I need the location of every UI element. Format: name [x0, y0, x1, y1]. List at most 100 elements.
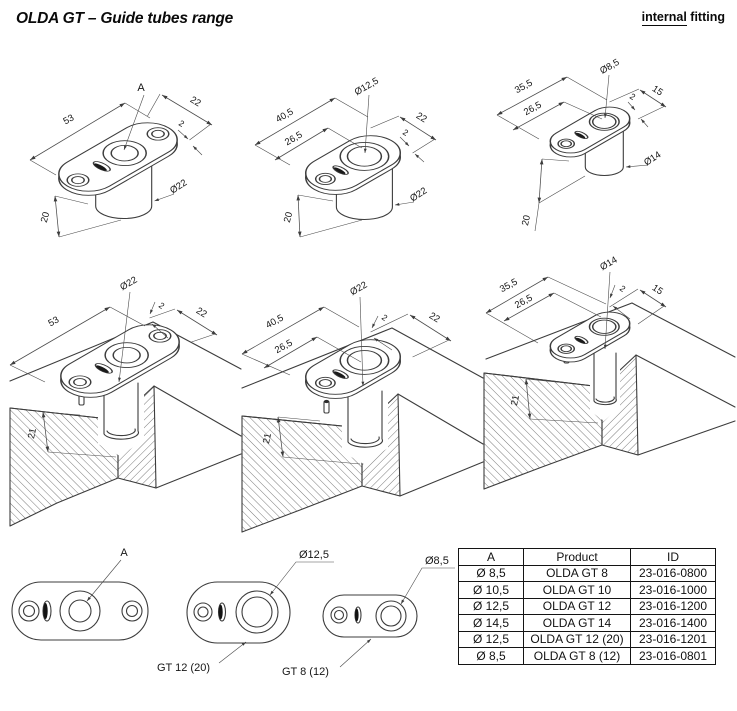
top-view-gt8: Ø8,5 GT 8 (12) [282, 555, 455, 678]
fitting-word-rest: fitting [690, 10, 725, 24]
dim-tube-dia: Ø22 [168, 177, 189, 196]
dim-length2: 26,5 [283, 129, 305, 148]
section-view-gt: Ø22 53 2 22 21 [9, 275, 242, 527]
dim-thickness: 2 [628, 91, 638, 102]
table-header-product: Product [523, 548, 631, 566]
dim-tube-dia: Ø22 [348, 280, 369, 299]
iso-view-gt8: Ø8,5 35,5 26,5 15 2 Ø14 20 [496, 57, 667, 232]
block-section [241, 327, 484, 533]
cell-a: Ø 8,5 [458, 564, 524, 582]
cell-product: OLDA GT 8 [523, 564, 631, 582]
dimensions: Ø22 40,5 26,5 2 22 21 [241, 280, 452, 465]
dim-thickness: 2 [618, 283, 628, 294]
cell-id: 23-016-1200 [630, 597, 716, 615]
flange-top-view [11, 581, 149, 641]
cell-id: 23-016-1000 [630, 581, 716, 599]
cell-id: 23-016-0801 [630, 647, 716, 665]
guide-tube-flange [549, 311, 631, 363]
cell-product: OLDA GT 12 [523, 597, 631, 615]
dim-tube-dia: Ø22 [408, 185, 429, 204]
section-view-gt8: Ø14 35,5 26,5 2 15 21 [483, 255, 736, 490]
cell-product: OLDA GT 10 [523, 581, 631, 599]
iso-view-gt: A 53 22 2 Ø22 20 [29, 82, 213, 238]
dim-height: 20 [520, 214, 533, 227]
dim-thickness: 2 [157, 300, 167, 311]
dim-hole: Ø12,5 [353, 76, 381, 98]
guide-tube-flange [60, 324, 180, 398]
variant-label: GT 12 (20) [157, 662, 210, 674]
dim-depth: 21 [261, 432, 274, 445]
cell-a: Ø 10,5 [458, 581, 524, 599]
dim-width: 22 [427, 310, 442, 325]
hole-label-a: A [120, 547, 128, 559]
dim-length2: 26,5 [273, 338, 295, 357]
cell-product: OLDA GT 8 (12) [523, 647, 631, 665]
flange-top-view [186, 581, 291, 644]
cell-a: Ø 8,5 [458, 647, 524, 665]
product-table: A Product ID Ø 8,5 OLDA GT 8 23-016-0800… [458, 548, 716, 665]
dim-length: 53 [46, 314, 61, 329]
table-row: Ø 10,5 OLDA GT 10 23-016-1000 [458, 581, 716, 599]
section-view-gt12: Ø22 40,5 26,5 2 22 21 [241, 280, 484, 533]
guide-tube-body [58, 122, 178, 220]
dim-length: 40,5 [264, 313, 286, 332]
annotations: Ø8,5 GT 8 (12) [282, 555, 455, 678]
table-row: Ø 8,5 OLDA GT 8 23-016-0800 [458, 564, 716, 582]
dim-width: 15 [650, 282, 665, 297]
table-row: Ø 12,5 OLDA GT 12 (20) 23-016-1201 [458, 630, 716, 648]
guide-tube-flange [305, 339, 401, 399]
product-table-container: A Product ID Ø 8,5 OLDA GT 8 23-016-0800… [458, 548, 716, 665]
dim-height: 20 [39, 211, 52, 224]
hole-dia-label: Ø12,5 [299, 549, 329, 561]
dim-length: 35,5 [513, 78, 535, 97]
table-row: Ø 12,5 OLDA GT 12 23-016-1200 [458, 597, 716, 615]
dim-length: 53 [61, 112, 76, 127]
table-row: Ø 14,5 OLDA GT 14 23-016-1400 [458, 614, 716, 632]
fitting-type-label: internal fitting [641, 10, 725, 26]
guide-tube-body [549, 106, 631, 177]
block-section [9, 321, 242, 527]
cell-a: Ø 12,5 [458, 597, 524, 615]
flange-top-view [322, 594, 418, 638]
dim-length: 40,5 [274, 106, 296, 125]
annotations: A [86, 547, 128, 602]
dim-hole: Ø8,5 [598, 57, 621, 77]
dowel-pin [323, 399, 330, 414]
cell-id: 23-016-1400 [630, 614, 716, 632]
dim-thickness: 2 [401, 127, 410, 138]
top-view-gt12: Ø12,5 GT 12 (20) [157, 549, 334, 674]
top-view-gt: A [11, 547, 149, 641]
dim-width: 22 [414, 110, 429, 125]
cell-id: 23-016-0800 [630, 564, 716, 582]
cell-id: 23-016-1201 [630, 630, 716, 648]
guide-tube-body [305, 135, 401, 221]
cell-product: OLDA GT 14 [523, 614, 631, 632]
variant-label: GT 8 (12) [282, 666, 329, 678]
dim-depth: 21 [509, 394, 522, 407]
cell-product: OLDA GT 12 (20) [523, 630, 631, 648]
dim-thickness: 2 [177, 118, 186, 129]
cell-a: Ø 12,5 [458, 630, 524, 648]
dim-tube-dia: Ø22 [118, 275, 139, 294]
block-section [483, 302, 736, 490]
dim-length: 35,5 [498, 277, 520, 296]
fitting-word-underlined: internal [641, 10, 687, 26]
dim-thickness: 2 [380, 312, 390, 323]
dim-tube-dia: Ø14 [642, 149, 663, 168]
table-header-a: A [458, 548, 524, 566]
dim-width: 15 [650, 83, 665, 98]
table-header-row: A Product ID [458, 548, 716, 566]
table-row: Ø 8,5 OLDA GT 8 (12) 23-016-0801 [458, 647, 716, 665]
table-header-id: ID [630, 548, 716, 566]
dim-hole-a: A [137, 82, 145, 94]
page-title: OLDA GT – Guide tubes range [16, 10, 234, 27]
cell-a: Ø 14,5 [458, 614, 524, 632]
dim-height: 20 [282, 211, 295, 224]
annotations: Ø12,5 GT 12 (20) [157, 549, 334, 674]
dim-width: 22 [188, 94, 203, 109]
iso-view-gt12: Ø12,5 40,5 26,5 22 2 Ø22 20 [254, 76, 437, 238]
hole-dia-label: Ø8,5 [425, 555, 449, 567]
dim-tube-dia: Ø14 [598, 255, 619, 274]
dim-width: 22 [194, 305, 209, 320]
